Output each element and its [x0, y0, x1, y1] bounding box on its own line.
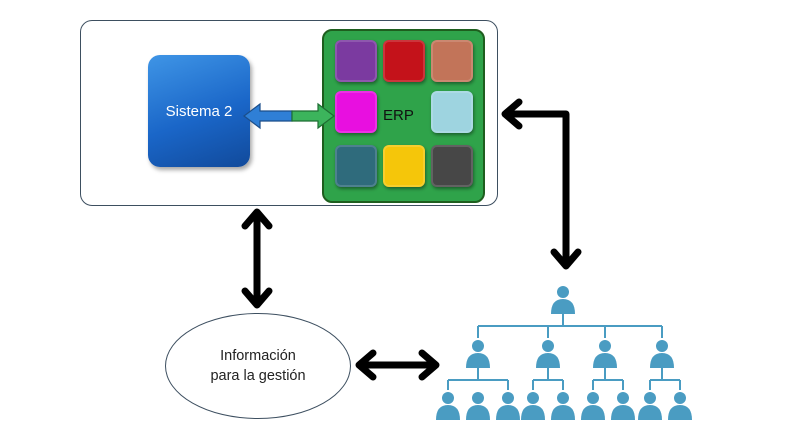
sistema-2-label: Sistema 2	[165, 102, 233, 120]
person-icon	[436, 392, 460, 420]
sistema-erp-arrow	[243, 102, 335, 130]
person-icon	[650, 340, 674, 368]
org-chart	[447, 314, 681, 390]
person-icon	[551, 286, 575, 314]
erp-tile-yellow	[383, 145, 425, 187]
erp-tile-red	[383, 40, 425, 82]
person-icon	[551, 392, 575, 420]
org-chart-people	[436, 286, 692, 420]
person-icon	[668, 392, 692, 420]
person-icon	[536, 340, 560, 368]
person-icon	[496, 392, 520, 420]
info-org-arrow	[355, 349, 440, 381]
info-line-2: para la gestión	[210, 368, 306, 384]
person-icon	[521, 392, 545, 420]
person-icon	[466, 340, 490, 368]
erp-tile-magenta	[335, 91, 377, 133]
person-icon	[593, 340, 617, 368]
person-icon	[638, 392, 662, 420]
erp-tile-purple	[335, 40, 377, 82]
erp-label: ERP	[383, 107, 414, 124]
frame-info-arrow	[241, 208, 273, 309]
erp-tile-light-blue	[431, 91, 473, 133]
info-gestion-ellipse: Información para la gestión	[165, 313, 351, 419]
erp-tile-dark-gray	[431, 145, 473, 187]
sistema-2-block: Sistema 2	[148, 55, 250, 167]
person-icon	[466, 392, 490, 420]
person-icon	[611, 392, 635, 420]
erp-tile-teal	[335, 145, 377, 187]
person-icon	[581, 392, 605, 420]
info-line-1: Información	[220, 348, 296, 364]
erp-org-arrow	[501, 98, 582, 270]
erp-tile-terracotta	[431, 40, 473, 82]
